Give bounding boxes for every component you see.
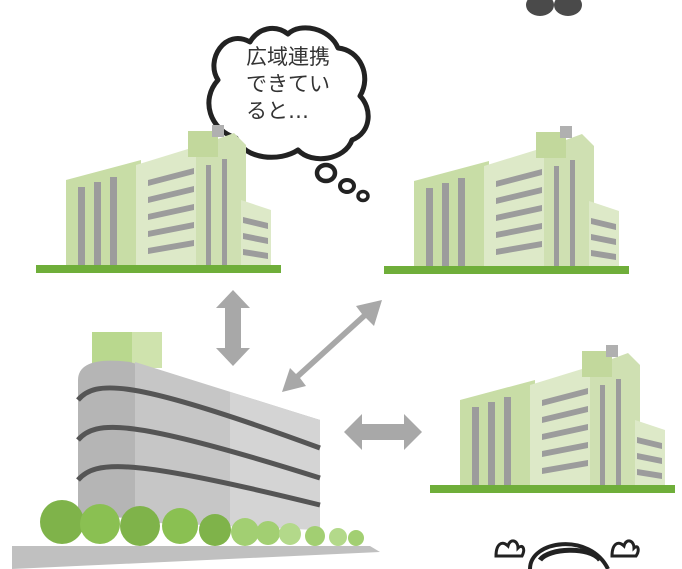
bubble-line-1: 広域連携 <box>246 45 330 69</box>
bubble-line-3: ると… <box>246 99 309 123</box>
thought-bubble <box>206 25 371 203</box>
person-silhouette-icon <box>526 0 582 16</box>
thought-bubble-text: 広域連携 できてい ると… <box>246 44 356 125</box>
clinic-building-right-bottom <box>430 345 675 493</box>
hospital-building <box>12 332 380 569</box>
cheering-person-icon <box>494 539 640 569</box>
arrow-vertical-icon <box>216 290 250 366</box>
clinic-building-left <box>36 125 281 273</box>
arrow-horizontal-icon <box>344 414 422 450</box>
bubble-line-2: できてい <box>246 72 330 96</box>
arrow-diagonal-icon <box>282 300 382 392</box>
clinic-building-right-top <box>384 126 629 274</box>
